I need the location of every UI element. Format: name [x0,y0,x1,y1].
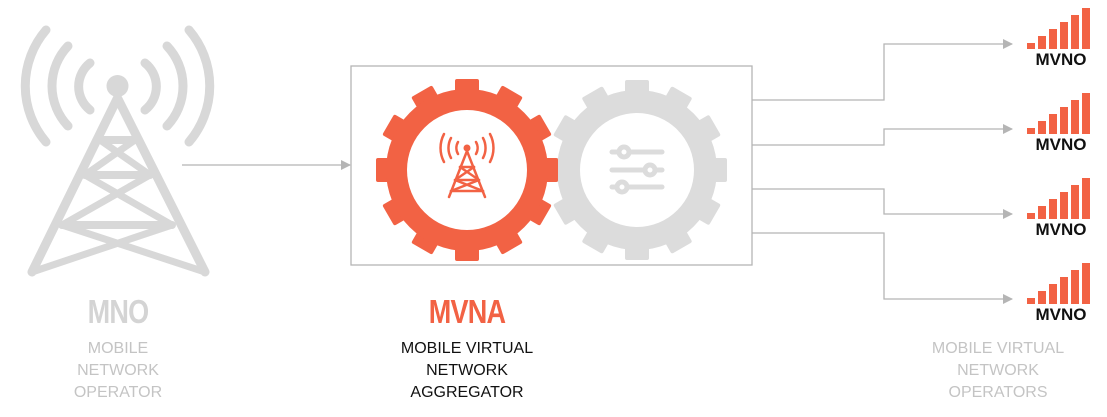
signal-bar [1038,291,1046,304]
signal-bar [1060,22,1068,49]
mvna-title: MVNA [428,293,506,330]
signal-bar [1082,263,1090,304]
signal-bar [1027,213,1035,219]
signal-bars-icon [1027,178,1090,219]
mvna-line-2: NETWORK [426,362,508,379]
gear-settings-icon [547,80,727,260]
signal-bar [1082,178,1090,219]
signal-bars-icon [1027,8,1090,49]
mvnos-line-2: NETWORK [957,362,1039,379]
signal-bar [1038,121,1046,134]
mvnos-line-3: OPERATORS [948,384,1048,401]
mno-line-2: NETWORK [77,362,159,379]
signal-bar [1049,29,1057,49]
mvna-line-1: MOBILE VIRTUAL [400,340,534,357]
mvnos-subtitle: MOBILE VIRTUAL NETWORK OPERATORS [908,338,1088,404]
mvno-label: MVNO [1035,135,1087,154]
gear-tower-icon [376,79,558,261]
signal-bar [1060,192,1068,219]
cell-tower-icon [20,25,215,277]
mvna-line-3: AGGREGATOR [410,384,524,401]
mno-line-3: OPERATOR [73,384,163,401]
mvno-connectors [752,39,1013,304]
signal-bars-icon [1027,93,1090,134]
signal-bar [1038,36,1046,49]
signal-bar [1027,298,1035,304]
signal-bar [1049,284,1057,304]
signal-bar [1049,114,1057,134]
signal-bar [1071,270,1079,304]
mvnos-line-1: MOBILE VIRTUAL [931,340,1065,357]
signal-bar [1049,199,1057,219]
signal-bar [1038,206,1046,219]
mvno-label: MVNO [1035,305,1087,324]
mvno-label: MVNO [1035,50,1087,69]
signal-bars-group [1027,8,1090,304]
signal-bar [1027,128,1035,134]
mvno-label: MVNO [1035,220,1087,239]
signal-bar [1060,107,1068,134]
signal-bar [1082,93,1090,134]
mvna-subtitle: MOBILE VIRTUAL NETWORK AGGREGATOR [377,338,557,404]
signal-bar [1082,8,1090,49]
signal-bars-icon [1027,263,1090,304]
signal-bar [1071,15,1079,49]
signal-bar [1071,185,1079,219]
signal-bar [1060,277,1068,304]
mno-title: MNO [87,293,149,330]
signal-bar [1071,100,1079,134]
mno-subtitle: MOBILE NETWORK OPERATOR [48,338,188,404]
mno-line-1: MOBILE [87,340,149,357]
signal-bar [1027,43,1035,49]
